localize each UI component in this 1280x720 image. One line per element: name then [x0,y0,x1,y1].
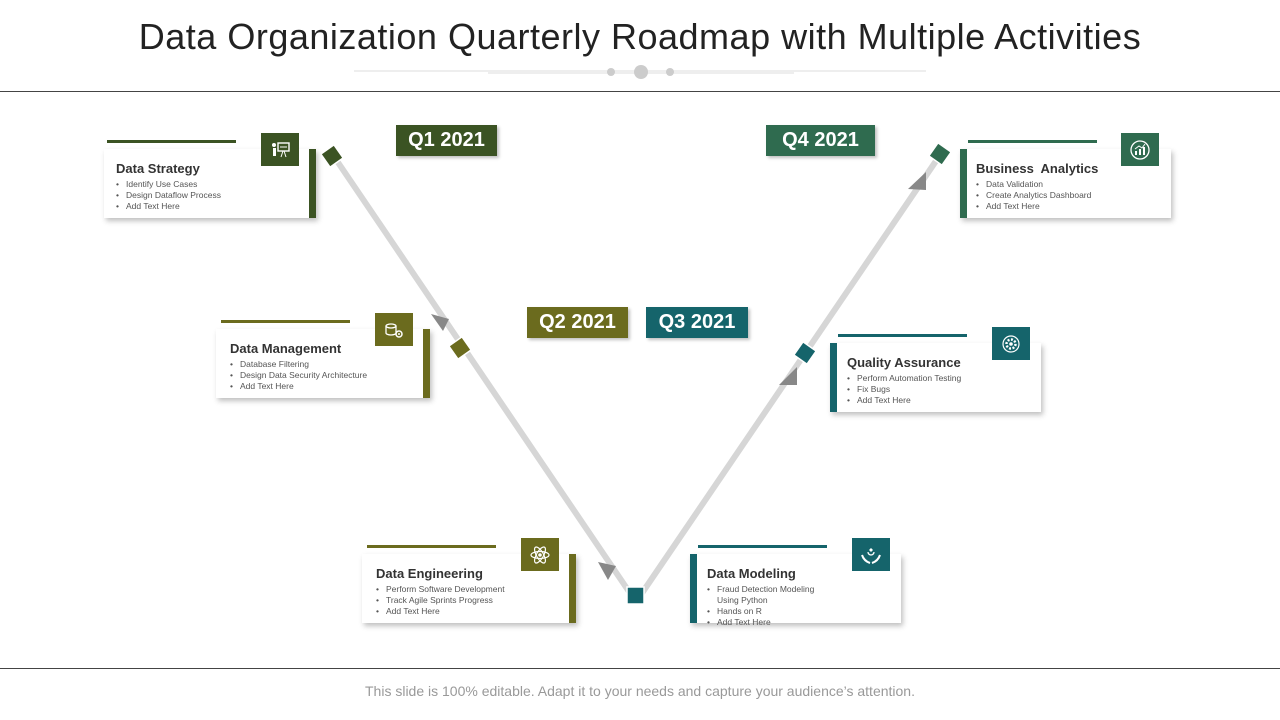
card-accent-line [838,334,967,337]
page-title: Data Organization Quarterly Roadmap with… [138,16,1142,57]
card-title: Quality Assurance [847,355,961,370]
list-item: Create Analytics Dashboard [976,190,1091,201]
milestone-marker [626,586,645,605]
list-item: Database Filtering [230,359,367,370]
card-sidebar [960,149,967,218]
presentation-icon [261,133,299,166]
card-data-management: Data Management Database Filtering Desig… [216,313,430,398]
arrow-up-icon [908,172,926,190]
atom-icon [521,538,559,571]
footer-divider [0,668,1280,669]
milestone-marker [792,340,818,366]
list-item: Add Text Here [230,381,367,392]
quarter-label-q2: Q2 2021 [527,307,628,338]
list-item: Perform Automation Testing [847,373,961,384]
list-item: Add Text Here [976,201,1091,212]
list-item: Fix Bugs [847,384,961,395]
milestone-marker [319,143,345,169]
list-item: Add Text Here [116,201,221,212]
card-accent-line [698,545,827,548]
quarter-label-q3: Q3 2021 [646,307,748,338]
card-sidebar [569,554,576,623]
card-title: Data Engineering [376,566,483,581]
list-item: Data Validation [976,179,1091,190]
list-item: Hands on R [707,606,814,617]
list-item: Using Python [717,595,768,605]
card-title: Data Management [230,341,342,356]
title-divider [354,65,926,79]
card-title: Data Modeling [707,566,796,581]
card-quality-assurance: Quality Assurance Perform Automation Tes… [830,327,1041,412]
list-item: Design Dataflow Process [116,190,221,201]
card-business-analytics: Business Analytics Data Validation Creat… [960,133,1171,218]
list-item: Fraud Detection Modeling [707,584,814,595]
header-divider [0,91,1280,92]
card-items: Fraud Detection Modeling Using Python Ha… [707,584,814,628]
card-title: Data Strategy [116,161,200,176]
list-item: Add Text Here [376,606,505,617]
database-gear-icon [375,313,413,346]
arrow-down-icon [598,562,616,580]
card-items: Identify Use Cases Design Dataflow Proce… [116,179,221,212]
analytics-chart-icon [1121,133,1159,166]
card-sidebar [830,343,837,412]
list-item: Track Agile Sprints Progress [376,595,505,606]
footer-note: This slide is 100% editable. Adapt it to… [365,683,915,699]
card-accent-line [221,320,350,323]
card-title: Business Analytics [976,161,1099,176]
list-item: Identify Use Cases [116,179,221,190]
list-item: Add Text Here [847,395,961,406]
list-item: Design Data Security Architecture [230,370,367,381]
gear-icon [992,327,1030,360]
card-accent-line [107,140,236,143]
card-sidebar [690,554,697,623]
milestone-marker [927,141,953,167]
milestone-marker [447,335,473,361]
card-accent-line [968,140,1097,143]
arrow-down-icon [431,314,449,331]
card-data-strategy: Data Strategy Identify Use Cases Design … [104,133,316,218]
card-items: Perform Automation Testing Fix Bugs Add … [847,373,961,406]
card-items: Data Validation Create Analytics Dashboa… [976,179,1091,212]
card-sidebar [309,149,316,218]
arrow-up-icon [779,367,797,385]
card-sidebar [423,329,430,398]
card-data-engineering: Data Engineering Perform Software Develo… [362,538,576,623]
card-items: Database Filtering Design Data Security … [230,359,367,392]
quarter-label-q4: Q4 2021 [766,125,875,156]
card-items: Perform Software Development Track Agile… [376,584,505,617]
card-data-modeling: Data Modeling Fraud Detection Modeling U… [690,538,901,627]
hands-care-icon [852,538,890,571]
list-item: Add Text Here [707,617,814,628]
quarter-label-q1: Q1 2021 [396,125,497,156]
card-accent-line [367,545,496,548]
list-item: Perform Software Development [376,584,505,595]
